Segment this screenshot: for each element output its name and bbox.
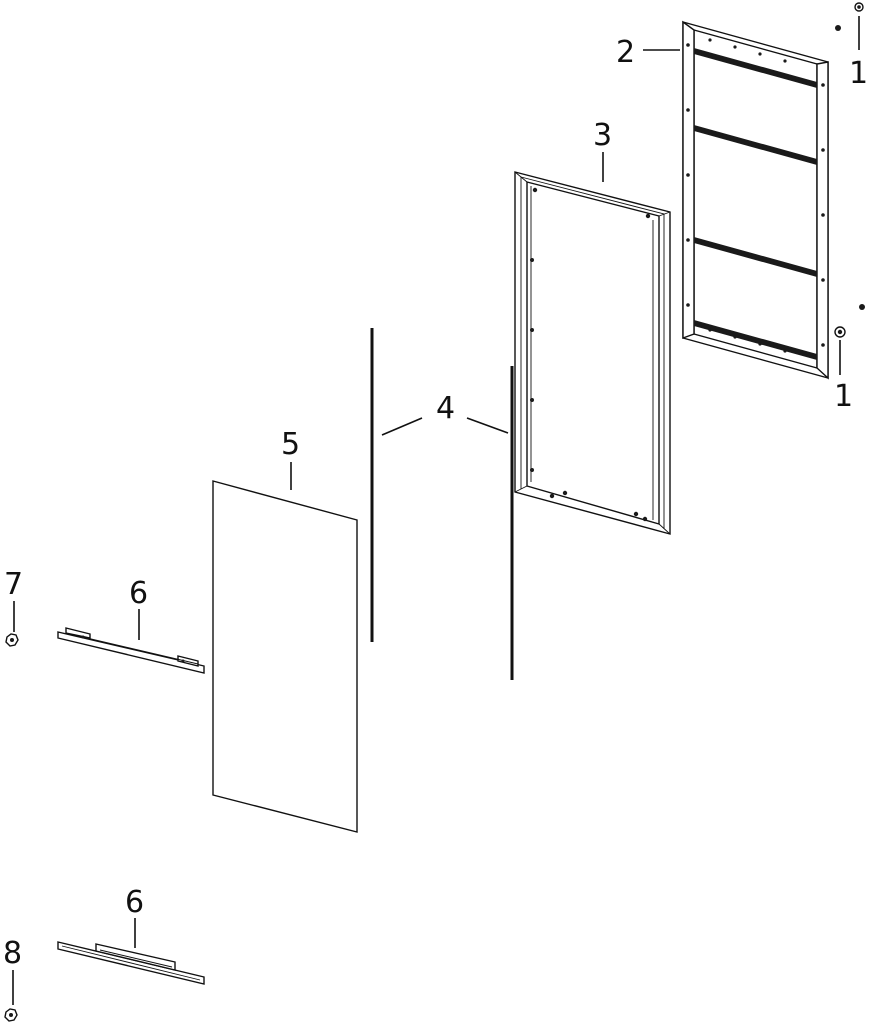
callout-1-top: 1 bbox=[849, 56, 868, 91]
callout-8: 8 bbox=[3, 936, 22, 971]
part-back-frame bbox=[682, 20, 829, 380]
callout-5: 5 bbox=[281, 427, 300, 462]
part-seal-strips bbox=[370, 328, 514, 680]
part-nut-7 bbox=[5, 633, 19, 647]
callout-4: 4 bbox=[436, 391, 455, 426]
callout-3: 3 bbox=[593, 118, 612, 153]
part-rail-lower bbox=[57, 941, 205, 985]
callout-1-bottom: 1 bbox=[834, 379, 853, 414]
callout-7: 7 bbox=[4, 567, 23, 602]
part-mirror-glass bbox=[212, 480, 358, 833]
part-rail-upper bbox=[57, 627, 205, 674]
part-fasteners bbox=[834, 2, 865, 338]
part-nut-8 bbox=[4, 1008, 18, 1022]
callout-2: 2 bbox=[616, 35, 635, 70]
part-mirror-frame bbox=[514, 171, 671, 535]
leader-lines bbox=[12, 16, 860, 1005]
callout-6-upper: 6 bbox=[129, 576, 148, 611]
callout-6-lower: 6 bbox=[125, 885, 144, 920]
